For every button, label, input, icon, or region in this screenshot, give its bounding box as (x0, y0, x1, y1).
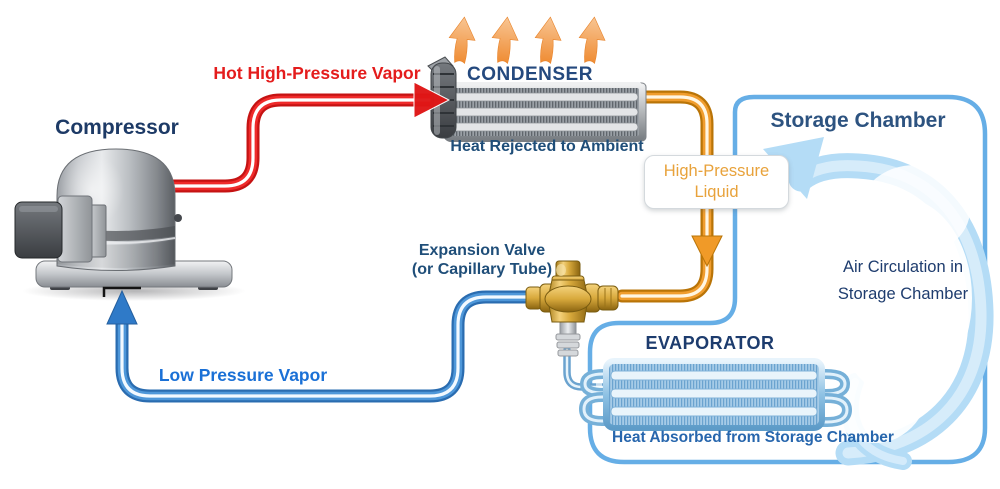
hot-vapor-arrowhead-icon (413, 81, 451, 119)
high-pressure-liquid-badge: High-Pressure Liquid (644, 155, 789, 209)
expansion-valve-label-line1: Expansion Valve (418, 242, 546, 259)
compressor-label: Compressor (55, 116, 179, 139)
vapor-flow-arrow-icon (106, 289, 138, 325)
condenser-caption: Heat Rejected to Ambient (450, 138, 644, 155)
evaporator-label: EVAPORATOR (645, 333, 775, 353)
expansion-valve-label: Expansion Valve (or Capillary Tube) (412, 242, 552, 279)
compressor-bracket (102, 286, 141, 297)
low-pressure-vapor-label: Low Pressure Vapor (158, 365, 328, 385)
heat-rejected-arrows (448, 16, 606, 64)
liquid-flow-arrow-icon (691, 235, 723, 268)
heat-arrow-icon (491, 16, 519, 64)
high-pressure-liquid-line2: Liquid (694, 183, 739, 201)
pipe-hot-vapor (170, 100, 430, 186)
air-circulation-swirl-icon (763, 137, 994, 470)
evaporator-caption: Heat Absorbed from Storage Chamber (612, 429, 894, 446)
storage-chamber-outline (587, 94, 988, 465)
high-pressure-liquid-line1: High-Pressure (663, 162, 770, 180)
hot-vapor-label: Hot High-Pressure Vapor (213, 63, 421, 83)
air-circulation-label-line1: Air Circulation in (842, 258, 964, 276)
heat-arrow-icon (534, 16, 562, 64)
air-circulation-label: Air Circulation in Storage Chamber (838, 254, 968, 308)
air-circulation-label-line2: Storage Chamber (837, 285, 969, 303)
heat-arrow-icon (448, 16, 476, 64)
condenser-illustration (427, 56, 647, 142)
condenser-label: CONDENSER (467, 64, 593, 85)
compressor-illustration (14, 148, 233, 297)
evaporator-illustration (578, 351, 853, 438)
storage-chamber-label: Storage Chamber (770, 109, 946, 132)
expansion-valve-label-line2: (or Capillary Tube) (411, 260, 553, 278)
heat-arrow-icon (578, 16, 606, 64)
pipe-high-pressure-liquid (622, 97, 723, 296)
pipe-low-pressure-vapor (106, 289, 532, 396)
expansion-valve-illustration (525, 260, 619, 357)
